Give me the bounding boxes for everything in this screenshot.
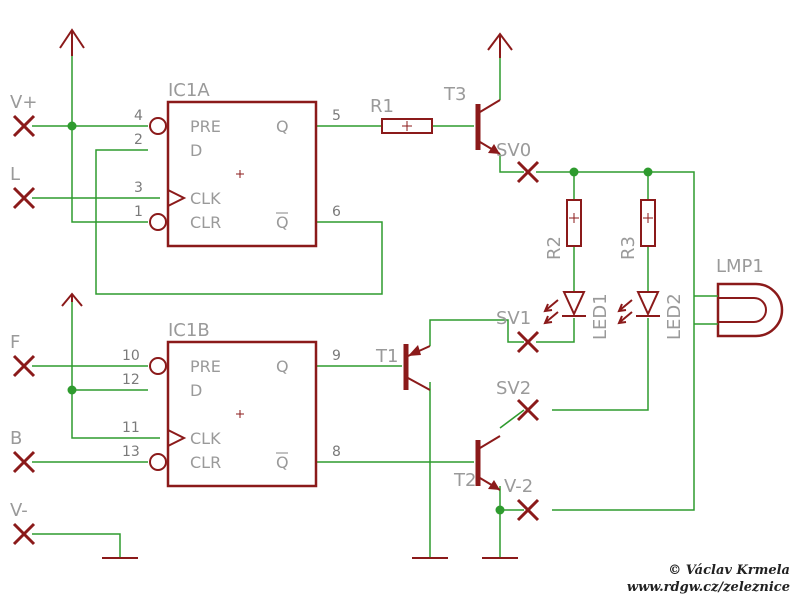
ic1a-pinnum-clr: 1 xyxy=(134,204,143,220)
ic1a-pin-clr: CLR xyxy=(190,213,221,232)
ic1a-pin-clk: CLK xyxy=(190,189,221,208)
ic1b-pin-clr: CLR xyxy=(190,453,221,472)
label-t3: T3 xyxy=(443,84,466,105)
ic1a-pinnum-q: 5 xyxy=(332,108,341,124)
supply-arrows xyxy=(59,28,513,307)
label-f: F xyxy=(10,332,20,353)
lamp-lmp1: LMP1 xyxy=(694,256,784,338)
label-vplus: V+ xyxy=(10,92,37,113)
transistor-t3: T3 xyxy=(443,84,501,155)
ic1a-pin-qbar: Q xyxy=(276,213,289,232)
resistor-r2: R2 xyxy=(544,199,582,260)
ic1b-name: IC1B xyxy=(168,320,210,341)
ic1b-pinnum-clr: 13 xyxy=(122,444,140,460)
ic1b-pinnum-q: 9 xyxy=(332,348,341,364)
label-sv2: SV2 xyxy=(496,378,531,399)
transistor-t1: T1 xyxy=(375,344,431,391)
resistor-r1: R1 xyxy=(370,96,433,134)
ic1b-pinnum-pre: 10 xyxy=(122,348,140,364)
label-lmp1: LMP1 xyxy=(716,256,764,277)
resistor-r3: R3 xyxy=(618,199,656,260)
copyright-author: © Václav Krmela xyxy=(668,563,790,578)
label-t1: T1 xyxy=(375,346,398,367)
ic1a-name: IC1A xyxy=(168,80,210,101)
ic1a-pinnum-pre: 4 xyxy=(134,108,143,124)
label-t2: T2 xyxy=(453,470,476,491)
label-l: L xyxy=(10,164,20,185)
ic1b-pinnum-clk: 11 xyxy=(122,420,140,436)
ic1a-pin-pre: PRE xyxy=(190,117,221,136)
label-r1: R1 xyxy=(370,96,394,117)
copyright-block: © Václav Krmela www.rdgw.cz/zeleznice xyxy=(627,563,790,595)
led-led2: LED2 xyxy=(617,291,685,340)
ic1b-pin-q: Q xyxy=(276,357,289,376)
copyright-url: www.rdgw.cz/zeleznice xyxy=(627,580,790,595)
ic1a-pinnum-d: 2 xyxy=(134,132,143,148)
ic1b-pin-clk: CLK xyxy=(190,429,221,448)
ic1b-pin-d: D xyxy=(190,381,202,400)
label-b: B xyxy=(10,428,22,449)
transistor-t2: T2 xyxy=(453,435,501,491)
terminal-marks xyxy=(12,114,540,546)
label-sv1: SV1 xyxy=(496,308,531,329)
ic1b-pinnum-qbar: 8 xyxy=(332,444,341,460)
label-led1: LED1 xyxy=(590,293,611,340)
label-r2: R2 xyxy=(544,236,565,260)
ic1a-pinnum-qbar: 6 xyxy=(332,204,341,220)
label-v2: V-2 xyxy=(504,476,533,497)
label-sv0: SV0 xyxy=(496,140,531,161)
wires xyxy=(32,56,695,558)
ic1b-pinnum-d: 12 xyxy=(122,372,140,388)
label-r3: R3 xyxy=(618,236,639,260)
junction-dots xyxy=(67,121,653,515)
ic1a-pin-d: D xyxy=(190,141,202,160)
connector-labels: SV0 SV1 SV2 V-2 xyxy=(496,140,533,497)
input-labels: V+ L F B V- xyxy=(10,92,37,521)
ic1b-pin-qbar: Q xyxy=(276,453,289,472)
ic1a-pinnum-clk: 3 xyxy=(134,180,143,196)
ic1a-pin-q: Q xyxy=(276,117,289,136)
label-vminus: V- xyxy=(10,500,28,521)
led-led1: LED1 xyxy=(543,291,611,340)
ic1b-flipflop: IC1B PRE D CLK CLR Q Q 10 12 11 13 9 8 xyxy=(122,320,341,488)
ic1a-flipflop: IC1A PRE D CLK CLR Q Q 4 2 3 1 5 6 xyxy=(134,80,341,248)
label-led2: LED2 xyxy=(664,293,685,340)
ic1b-pin-pre: PRE xyxy=(190,357,221,376)
